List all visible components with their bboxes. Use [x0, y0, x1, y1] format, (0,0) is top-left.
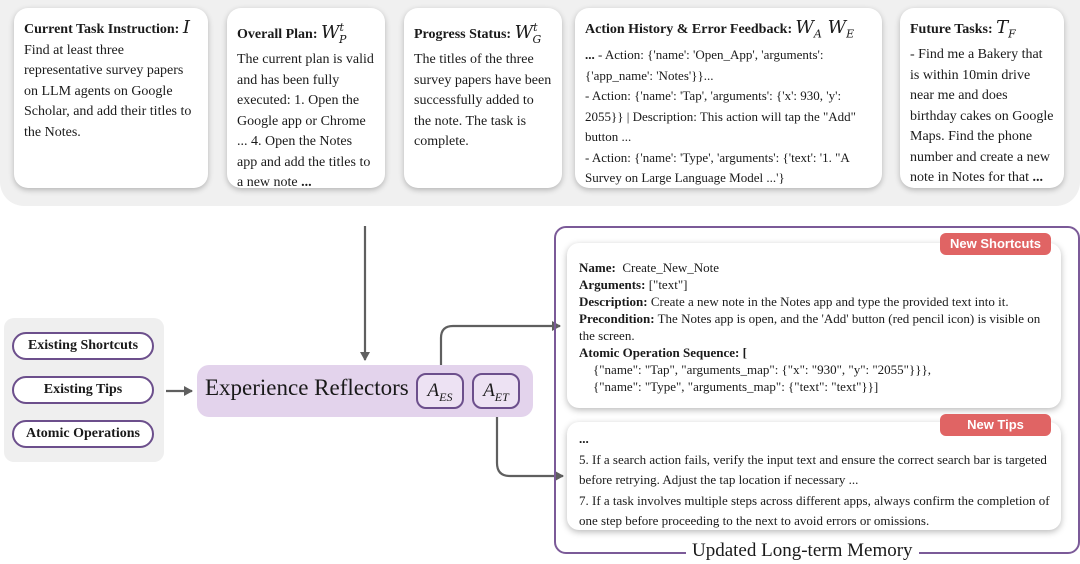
action-history-line: - Action: {'name': 'Type', 'arguments': …: [585, 149, 850, 186]
tip-item: 5. If a search action fails, verify the …: [579, 451, 1047, 488]
action-history-card: Action History & Error Feedback: WA WE .…: [575, 8, 882, 188]
shortcut-args-label: Arguments:: [579, 277, 646, 292]
et-to-tips-arrow: [495, 412, 564, 481]
progress-status-card: Progress Status: WtG The titles of the t…: [404, 8, 562, 188]
future-tasks-symbol: TF: [996, 17, 1016, 41]
shortcut-name-label: Name:: [579, 260, 616, 275]
shortcut-sequence-line: {"name": "Type", "arguments_map": {"text…: [593, 379, 879, 394]
overall-plan-card: Overall Plan: WtP The current plan is va…: [227, 8, 385, 188]
current-task-card: Current Task Instruction: I Find at leas…: [14, 8, 208, 188]
new-shortcuts-card: New Shortcuts Name: Create_New_Note Argu…: [567, 233, 1061, 408]
existing-shortcuts-pill: Existing Shortcuts: [12, 332, 154, 360]
action-history-line: - Action: {'name': 'Tap', 'arguments': {…: [585, 88, 856, 145]
shortcut-sequence-label: Atomic Operation Sequence: [579, 345, 735, 360]
shortcut-sequence-line: {"name": "Tap", "arguments_map": {"x": "…: [593, 362, 931, 377]
progress-status-symbol: WtG: [514, 21, 542, 46]
es-to-shortcuts-arrow: [439, 321, 561, 372]
action-history-symbol: WA WE: [795, 17, 855, 41]
experience-reflectors-box: Experience Reflectors AES AET: [197, 365, 533, 417]
new-tips-badge: New Tips: [940, 414, 1051, 436]
shortcut-desc-label: Description:: [579, 294, 648, 309]
overall-plan-body: The current plan is valid and has been f…: [237, 52, 374, 188]
future-tasks-title: Future Tasks:: [910, 22, 993, 37]
shortcut-precondition-label: Precondition:: [579, 311, 655, 326]
experience-reflectors-label: Experience Reflectors: [205, 375, 409, 400]
tips-lead: ...: [579, 431, 589, 446]
progress-status-title: Progress Status:: [414, 27, 512, 42]
action-history-title: Action History & Error Feedback:: [585, 22, 793, 37]
overall-plan-symbol: WtP: [321, 21, 347, 46]
future-tasks-card: Future Tasks: TF - Find me a Bakery that…: [900, 8, 1064, 188]
shortcut-desc-value: Create a new note in the Notes app and t…: [650, 294, 1009, 309]
new-tips-card: New Tips ... 5. If a search action fails…: [567, 414, 1061, 530]
action-history-line: - Action: {'name': 'Open_App', 'argument…: [585, 47, 824, 83]
future-tasks-body: - Find me a Bakery that is within 10min …: [910, 47, 1054, 186]
long-term-memory-label: Updated Long-term Memory: [686, 540, 919, 562]
current-task-title: Current Task Instruction:: [24, 22, 180, 37]
current-task-body: Find at least three representative surve…: [24, 42, 192, 140]
shortcut-precondition-value: The Notes app is open, and the 'Add' but…: [579, 311, 1041, 343]
agent-es-box: AES: [416, 373, 464, 409]
new-shortcuts-badge: New Shortcuts: [940, 233, 1051, 255]
tip-item: 7. If a task involves multiple steps acr…: [579, 492, 1050, 529]
atomic-operations-pill: Atomic Operations: [12, 420, 154, 448]
shortcut-name-value: Create_New_Note: [622, 260, 720, 275]
existing-tips-pill: Existing Tips: [12, 376, 154, 404]
shortcut-args-value: ["text"]: [648, 277, 688, 292]
agent-et-box: AET: [472, 373, 520, 409]
overall-plan-title: Overall Plan:: [237, 27, 318, 42]
action-history-lead: ...: [585, 47, 595, 63]
existing-knowledge-panel: Existing Shortcuts Existing Tips Atomic …: [4, 318, 164, 462]
progress-status-body: The titles of the three survey papers ha…: [414, 52, 552, 150]
current-task-symbol: I: [182, 17, 190, 38]
